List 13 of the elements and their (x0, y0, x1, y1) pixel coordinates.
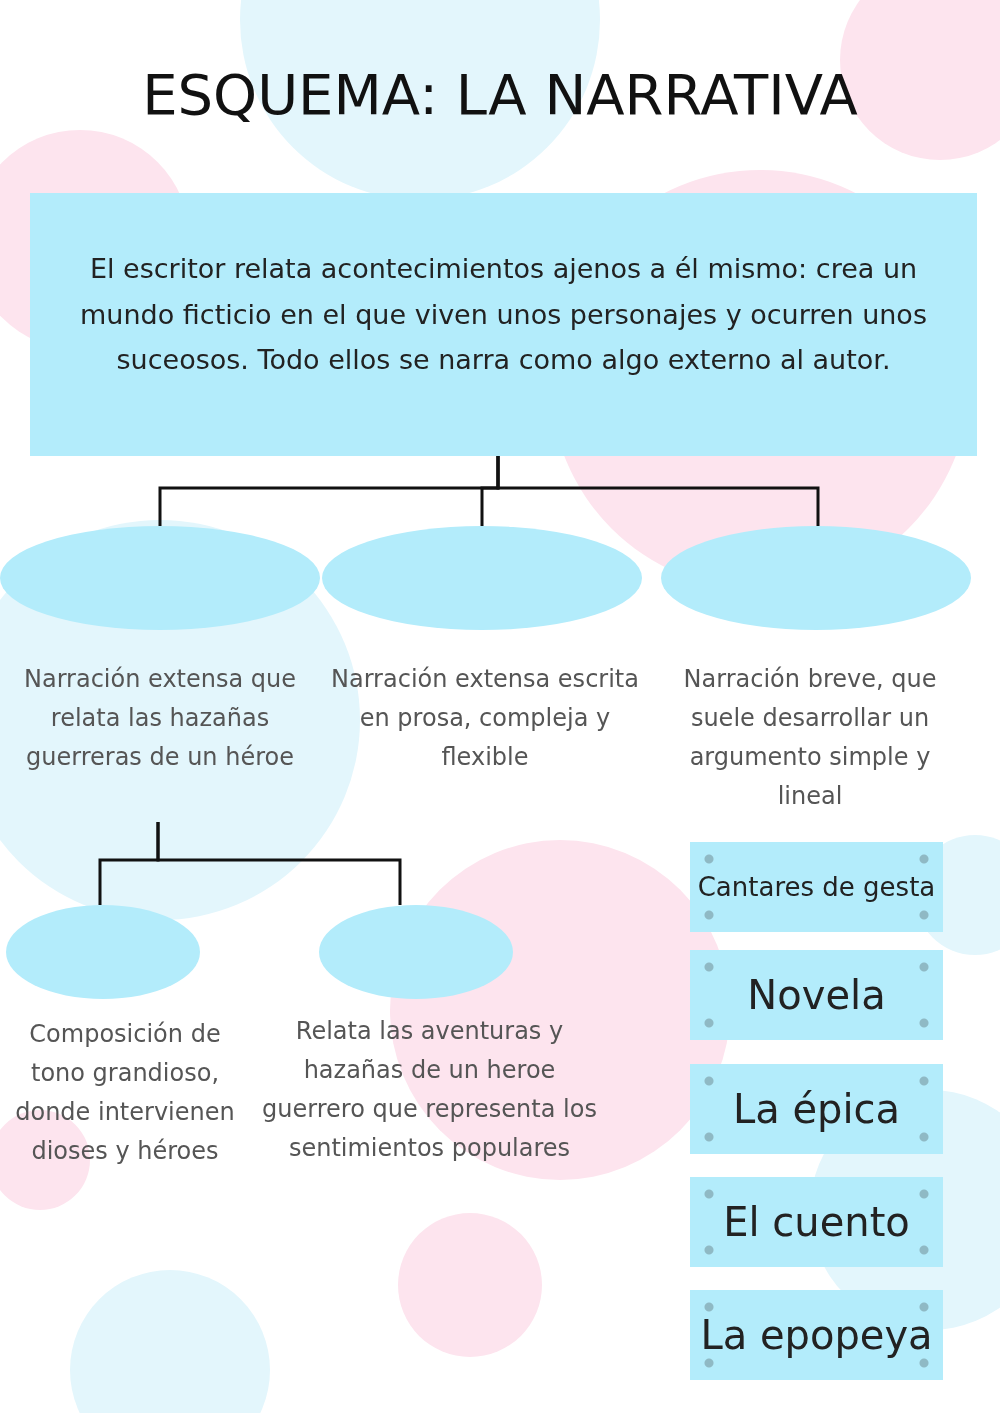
answer-card: La épica (690, 1064, 943, 1154)
connector-line (496, 456, 820, 526)
answer-card: La epopeya (690, 1290, 943, 1380)
description-text: Composición de tono grandioso, donde intervienen dioses y héroes (0, 1015, 250, 1185)
answer-card: Cantares de gesta (690, 842, 943, 932)
description-text: Narración breve, que suele desarrollar un argumento simple y lineal (655, 660, 965, 822)
description-text: Relata las aventuras y hazañas de un heroe guerrero que representa los sentimientos populares (262, 1012, 597, 1212)
answer-card: El cuento (690, 1177, 943, 1267)
title: ESQUEMA: LA NARRATIVA (141, 62, 859, 127)
answer-card: Novela (690, 950, 943, 1040)
description-text: Narración extensa escrita en prosa, compleja y flexible (330, 660, 640, 822)
connector-line (156, 822, 402, 905)
definition-box: El escritor relata acontecimientos ajenos a él mismo: crea un mundo ficticio en el que viven unos personajes y ocurren unos suceosos. Todo ellos se narra como algo externo al autor. (30, 193, 977, 456)
